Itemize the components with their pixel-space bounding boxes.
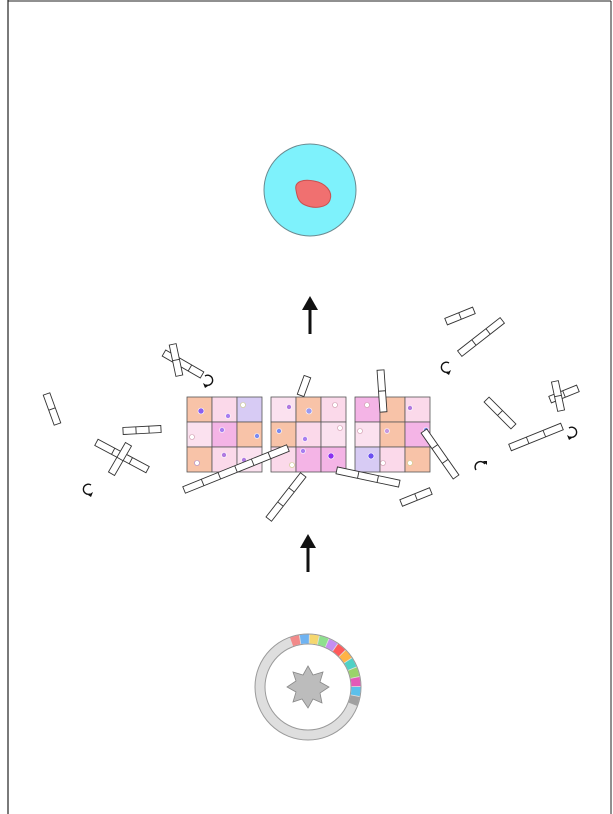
ring-segment [317,635,329,647]
cell [263,143,357,237]
fragment [107,441,133,477]
fragment [483,396,517,430]
fragment [335,466,401,488]
fragment [265,472,307,522]
ring-segment [339,650,352,663]
up-arrow-icon [302,296,318,334]
page-frame [7,0,612,814]
fragment [168,343,184,377]
fragment [296,374,312,398]
fragments [42,306,580,522]
segmented-ring [254,633,362,741]
fragment [182,444,290,494]
ring-segment [290,635,301,647]
ring-segment [332,643,346,657]
up-arrow-icon [300,534,316,572]
gear-star [286,665,330,709]
ring-segment [344,658,357,671]
ring-colored-segments [290,634,361,706]
tile-grid-middle [270,396,347,473]
fragment [420,428,460,480]
rotate-arrow-icon [203,374,214,388]
tile-grid-right [354,396,431,473]
ring-segment [348,667,360,679]
fragment [550,380,566,412]
ring-segment [309,634,319,645]
fragment [399,487,433,507]
ring-segment [299,634,309,645]
fragment [444,306,476,326]
fragment [508,422,564,452]
ring-segment [348,695,360,706]
fragment [456,316,506,358]
nucleus [295,179,332,208]
ring-segment [325,639,338,651]
ring-segment [350,676,361,687]
fragment [376,369,388,413]
rotate-arrow-icon [474,460,487,471]
rotate-arrow-icon [82,483,93,497]
fragment [122,425,162,435]
rotate-arrows [82,361,578,497]
rotate-arrow-icon [440,361,451,375]
rotate-arrow-icon [567,426,578,440]
ring-segment [350,686,361,697]
fragment [161,349,205,379]
fragment [42,392,62,426]
